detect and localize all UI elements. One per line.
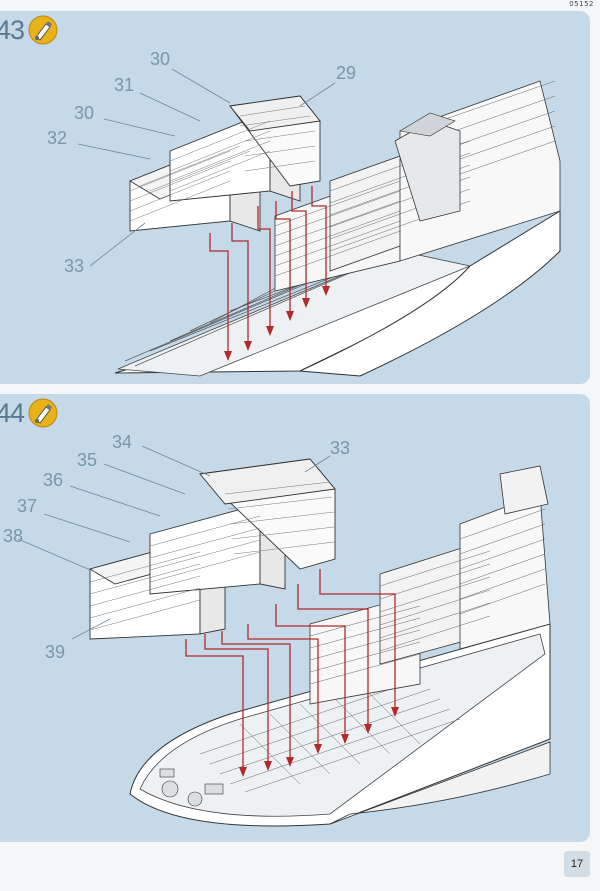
callout-30-top: 30 — [150, 49, 171, 69]
ship-bow-assembly-diagram — [17, 445, 551, 827]
callout-31: 31 — [114, 75, 135, 95]
callout-29: 29 — [336, 63, 357, 83]
step-43-panel: 43 — [0, 11, 590, 384]
page-number: 17 — [564, 851, 590, 877]
callout-32: 32 — [47, 128, 68, 148]
product-code: 05152 — [569, 0, 594, 8]
callout-37: 37 — [17, 496, 38, 516]
callout-35: 35 — [77, 450, 98, 470]
glue-icon — [28, 15, 58, 45]
step-44-panel: 44 — [0, 394, 590, 842]
callout-33: 33 — [330, 438, 351, 458]
callout-39: 39 — [45, 642, 66, 662]
step-number: 44 — [0, 398, 25, 428]
callout-38: 38 — [3, 526, 24, 546]
callout-30: 30 — [74, 103, 95, 123]
ship-assembly-diagram — [77, 68, 561, 377]
glue-icon — [28, 398, 58, 428]
callout-36: 36 — [43, 470, 64, 490]
callout-33: 33 — [64, 256, 85, 276]
step-number: 43 — [0, 15, 25, 45]
callout-34: 34 — [112, 432, 133, 452]
